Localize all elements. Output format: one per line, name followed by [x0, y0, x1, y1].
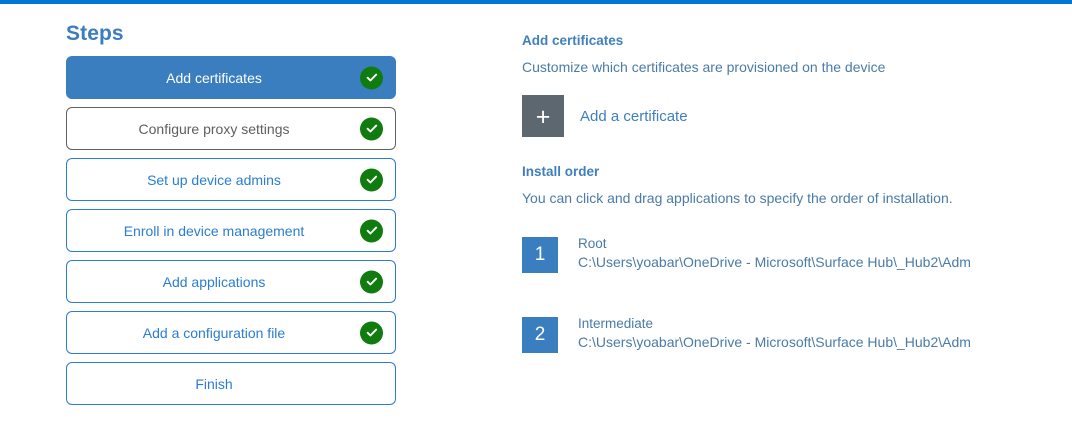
install-order-number: 2 — [522, 316, 558, 353]
step-button-label: Add certificates — [166, 69, 262, 86]
install-order-number: 1 — [522, 236, 558, 273]
install-order-description: You can click and drag applications to s… — [522, 189, 953, 206]
install-order-name: Intermediate — [578, 315, 654, 331]
step-button-label: Configure proxy settings — [138, 120, 290, 137]
step-button[interactable]: Add applications — [66, 260, 396, 303]
page-title: Steps — [66, 22, 124, 45]
step-button[interactable]: Enroll in device management — [66, 209, 396, 252]
check-icon — [360, 66, 383, 89]
step-button-label: Add a configuration file — [142, 324, 286, 341]
install-order-name: Root — [578, 235, 607, 251]
add-certificates-heading: Add certificates — [522, 33, 624, 48]
add-certificates-description: Customize which certificates are provisi… — [522, 58, 886, 75]
step-button-label: Set up device admins — [147, 171, 281, 188]
add-certificate-button[interactable]: + Add a certificate — [522, 95, 782, 138]
step-button-label: Enroll in device management — [123, 222, 305, 239]
plus-glyph: + — [535, 103, 551, 132]
detail-pane: Add certificates Customize which certifi… — [522, 4, 1052, 395]
step-button-label: Add applications — [162, 273, 266, 290]
install-order-heading: Install order — [522, 164, 600, 180]
plus-icon: + — [522, 95, 564, 138]
top-accent-bar — [0, 0, 1072, 4]
check-icon — [360, 270, 383, 293]
step-button[interactable]: Configure proxy settings — [66, 107, 396, 150]
step-button[interactable]: Finish — [66, 362, 396, 405]
step-button-label: Finish — [195, 375, 233, 392]
step-button[interactable]: Set up device admins — [66, 158, 396, 201]
step-button[interactable]: Add a configuration file — [66, 311, 396, 354]
install-order-path: C:\Users\yoabar\OneDrive - Microsoft\Sur… — [578, 333, 971, 350]
check-icon — [360, 117, 383, 140]
install-order-path: C:\Users\yoabar\OneDrive - Microsoft\Sur… — [578, 253, 971, 270]
check-icon — [360, 168, 383, 191]
add-certificate-label: Add a certificate — [580, 107, 688, 125]
check-icon — [360, 321, 383, 344]
check-icon — [360, 219, 383, 242]
step-button[interactable]: Add certificates — [66, 56, 396, 99]
